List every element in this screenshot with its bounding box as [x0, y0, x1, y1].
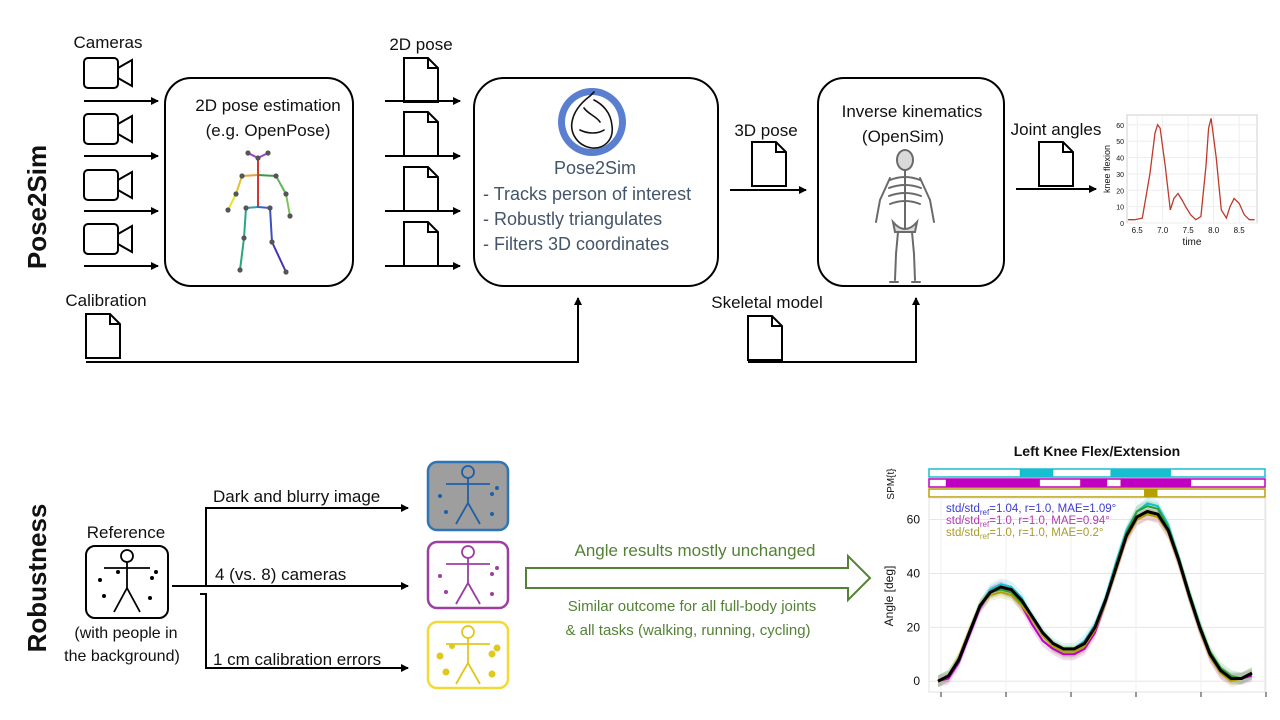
spm-significance-bar	[928, 468, 1266, 478]
skeletal-model-arrow	[748, 297, 920, 363]
reference-note: (with people in	[74, 625, 177, 642]
four-cameras-condition-icon	[426, 540, 510, 610]
pose2sim-bullet: - Robustly triangulates	[483, 209, 662, 229]
joint-angles-file-icon	[1038, 141, 1074, 187]
knee-flexion-chart: 0 10 20 30 40 50 60 6.5 7.0 7.5 8.0 8.5 time knee f…	[1102, 114, 1258, 248]
result-sub-text: Similar outcome for all full-body joints	[568, 598, 816, 615]
knee-flexion-x-tick-label: 7.0	[1157, 226, 1169, 235]
left-knee-series-line	[937, 510, 1253, 683]
left-knee-y-tick-label: 40	[907, 566, 921, 580]
knee-flexion-x-tick-label: 8.5	[1234, 226, 1246, 235]
pose2sim-bullet: - Tracks person of interest	[483, 184, 691, 204]
left-knee-legend-entry: std/stdref=1.0, r=1.0, MAE=0.2°	[946, 527, 1103, 541]
pose2sim-box	[473, 77, 719, 287]
knee-flexion-y-tick-label: 50	[1116, 139, 1124, 146]
calibration-error-condition-icon	[426, 620, 510, 690]
ik-subtitle: (OpenSim)	[862, 127, 944, 146]
pipeline-section-label: Pose2Sim	[22, 145, 52, 269]
knee-flexion-plot-area	[1126, 114, 1258, 224]
pose2d-file-icon	[403, 57, 439, 103]
spm-significant-segment	[1019, 469, 1054, 477]
condition-arrows	[172, 504, 409, 672]
knee-flexion-y-tick-label: 20	[1116, 188, 1124, 195]
camera-icon	[83, 113, 133, 145]
series-spread-band	[938, 508, 1252, 688]
ik-title: Inverse kinematics	[842, 102, 983, 121]
knee-flexion-y-tick-label: 10	[1116, 205, 1124, 212]
result-sub-text: & all tasks (walking, running, cycling)	[565, 622, 810, 639]
joint-angles-label: Joint angles	[1011, 120, 1102, 139]
left-knee-plot-area	[928, 497, 1266, 693]
left-knee-chart-title: Left Knee Flex/Extension	[1014, 443, 1180, 459]
spm-significant-segment	[1144, 489, 1158, 497]
skeletal-model-file-icon	[747, 315, 783, 361]
skeletal-model-label: Skeletal model	[711, 293, 823, 312]
pose2d-file-icon	[403, 111, 439, 157]
pose2d-file-icon	[403, 221, 439, 267]
left-knee-legend-entry: std/stdref=1.0, r=1.0, MAE=0.94°	[946, 515, 1110, 529]
series-spread-band	[938, 508, 1252, 688]
pose2sim-bullet: - Filters 3D coordinates	[483, 234, 669, 254]
spm-axis-label: SPM{t}	[886, 468, 897, 500]
camera-arrows	[84, 97, 159, 270]
pose2sim-logo-icon	[558, 88, 626, 156]
pose2d-label: 2D pose	[389, 35, 452, 54]
spm-significant-segment	[945, 479, 1040, 487]
knee-flexion-x-axis-label: time	[1183, 237, 1202, 248]
condition-label: 4 (vs. 8) cameras	[215, 565, 346, 584]
knee-flexion-x-tick-label: 7.5	[1183, 226, 1195, 235]
pose-estimation-title: 2D pose estimation	[195, 96, 341, 115]
pose3d-file-icon	[751, 141, 787, 187]
reference-label: Reference	[87, 523, 165, 542]
robustness-section-label: Robustness	[22, 504, 52, 653]
pose3d-label: 3D pose	[734, 121, 797, 140]
left-knee-y-tick-label: 20	[907, 620, 921, 634]
knee-flexion-series-line	[1128, 118, 1255, 221]
reference-note: the background)	[64, 648, 180, 665]
spm-significant-segment	[1120, 479, 1192, 487]
spm-significance-bar	[928, 488, 1266, 498]
left-knee-y-axis-label: Angle [deg]	[882, 566, 896, 627]
knee-flexion-y-tick-label: 60	[1116, 123, 1124, 130]
spm-significant-segment	[1110, 469, 1171, 477]
knee-flexion-x-tick-label: 8.0	[1208, 226, 1220, 235]
calibration-file-icon	[85, 313, 121, 359]
skeleton-model-icon	[875, 149, 935, 283]
pose2sim-title: Pose2Sim	[554, 158, 636, 178]
openpose-skeleton-icon	[225, 150, 293, 275]
left-knee-y-tick-label: 60	[907, 513, 921, 527]
condition-label: Dark and blurry image	[213, 487, 380, 506]
spm-significant-segment	[1080, 479, 1108, 487]
pose-estimation-subtitle: (e.g. OpenPose)	[206, 121, 331, 140]
result-main-text: Angle results mostly unchanged	[575, 541, 816, 560]
calibration-arrow	[86, 297, 582, 363]
dark-blurry-condition-icon	[426, 460, 510, 532]
camera-icon	[83, 223, 133, 255]
camera-icon	[83, 57, 133, 89]
knee-flexion-y-axis-label: knee flexion	[1102, 145, 1112, 193]
knee-flexion-x-tick-label: 6.5	[1132, 226, 1144, 235]
camera-icon	[83, 169, 133, 201]
pose2d-arrows	[385, 97, 461, 270]
cameras-label: Cameras	[74, 33, 143, 52]
reference-scene-icon	[85, 545, 169, 619]
inverse-kinematics-box	[817, 77, 1005, 287]
result-arrow	[525, 553, 872, 603]
knee-flexion-y-tick-label: 40	[1116, 156, 1124, 163]
calibration-label: Calibration	[65, 291, 146, 310]
knee-flexion-y-tick-label: 0	[1120, 221, 1124, 228]
left-knee-chart: Left Knee Flex/Extension SPM{t} 0204060 …	[882, 443, 1267, 697]
left-knee-legend-entry: std/stdref=1.04, r=1.0, MAE=1.09°	[946, 503, 1116, 517]
knee-flexion-y-tick-label: 30	[1116, 172, 1124, 179]
condition-label: 1 cm calibration errors	[213, 650, 381, 669]
left-knee-y-tick-label: 0	[913, 674, 920, 688]
pose2d-file-icon	[403, 166, 439, 212]
